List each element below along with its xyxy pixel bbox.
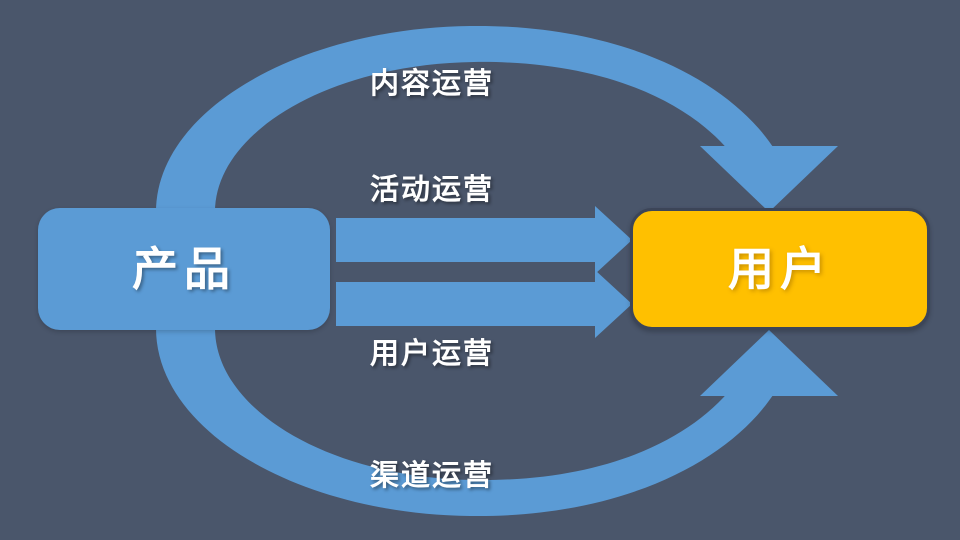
node-product-label: 产品 — [132, 242, 236, 296]
channel-ops-arrowhead — [700, 330, 838, 396]
content-ops-arc — [156, 25, 775, 213]
connector-label-content-ops: 内容运营 — [370, 66, 495, 100]
node-user-label: 用户 — [728, 242, 832, 296]
connector-label-channel-ops: 渠道运营 — [370, 458, 495, 492]
content-ops-arrowhead — [700, 146, 838, 212]
node-user[interactable]: 用户 — [630, 208, 930, 330]
connector-activity-ops[interactable] — [336, 206, 632, 274]
user-ops-arrow — [336, 270, 632, 338]
channel-ops-arc — [156, 328, 775, 517]
connector-user-ops[interactable] — [336, 270, 632, 338]
connector-label-activity-ops: 活动运营 — [370, 172, 495, 206]
connector-content-ops[interactable] — [156, 25, 838, 213]
connector-label-user-ops: 用户运营 — [370, 336, 495, 370]
node-product[interactable]: 产品 — [38, 208, 330, 330]
activity-ops-arrow — [336, 206, 632, 274]
connector-channel-ops[interactable] — [156, 328, 838, 517]
